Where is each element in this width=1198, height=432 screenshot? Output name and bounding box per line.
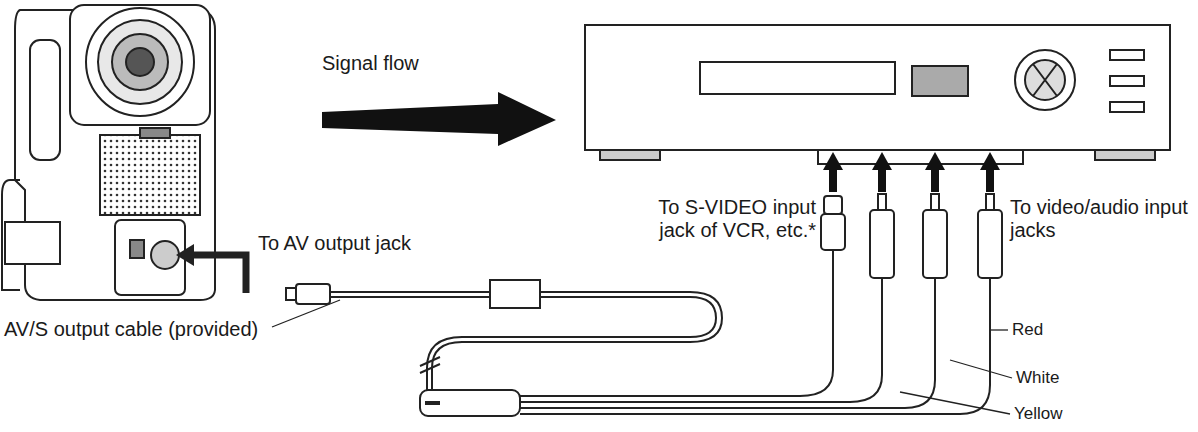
input-arrows xyxy=(823,152,1000,192)
camcorder xyxy=(2,5,215,300)
svideo-label: To S-VIDEO input jack of VCR, etc.* xyxy=(620,196,816,242)
av-input-label: To video/audio input jacks xyxy=(1010,196,1194,242)
plug-wires xyxy=(520,250,990,414)
jack-label: To AV output jack xyxy=(258,232,458,255)
leader-lines xyxy=(272,300,1012,414)
cable-label: AV/S output cable (provided) xyxy=(4,318,272,341)
wire-color: White xyxy=(1016,368,1106,388)
jack-arrow xyxy=(190,255,246,293)
arrow-head xyxy=(176,244,194,266)
signal-flow-arrow xyxy=(322,92,556,146)
plugs xyxy=(821,194,1002,278)
wire-color: Yellow xyxy=(1014,404,1104,424)
flow-label: Signal flow xyxy=(322,52,522,75)
mini-plug xyxy=(286,284,330,304)
vcr xyxy=(585,25,1170,164)
wire-color: Red xyxy=(1012,320,1102,340)
